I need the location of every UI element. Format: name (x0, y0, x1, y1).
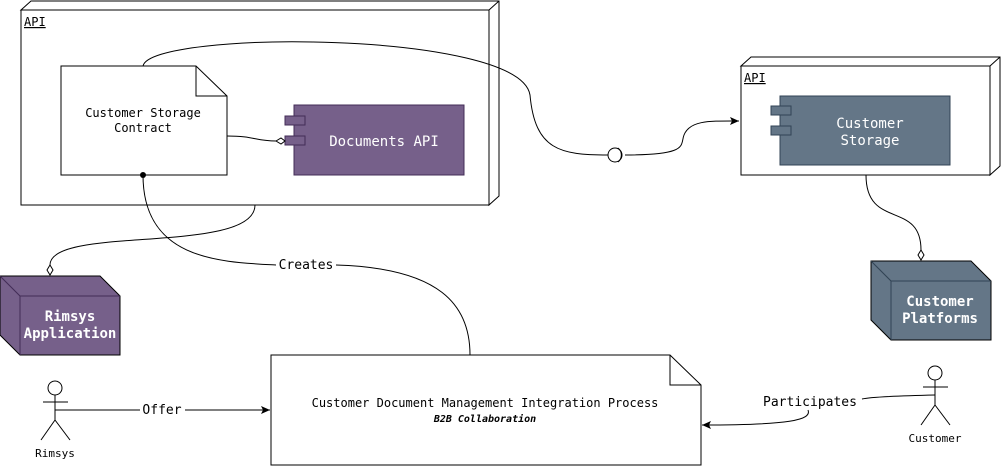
customer-platforms-label-line2: Platforms (902, 311, 978, 327)
actor-customer[interactable]: Customer (909, 365, 962, 445)
storage-to-platforms-edge (865, 174, 925, 261)
contract-label-line1: Customer Storage (85, 106, 201, 120)
contract-to-storage-interface-edge (142, 41, 740, 163)
actor-customer-label: Customer (909, 432, 962, 445)
api-right-label: API (744, 71, 766, 85)
customer-storage-contract[interactable]: Customer Storage Contract (60, 65, 228, 176)
creates-label: Creates (279, 258, 334, 273)
offer-label: Offer (142, 403, 181, 418)
creates-edge: Creates (140, 172, 471, 356)
rimsys-app-label-line2: Application (24, 326, 117, 342)
contract-label-line2: Contract (114, 121, 172, 135)
integration-process-note[interactable]: Customer Document Management Integration… (270, 354, 702, 466)
api-left-label: API (24, 15, 46, 29)
customer-storage-component[interactable]: Customer Storage (770, 95, 951, 166)
customer-platforms-label-line1: Customer (906, 294, 973, 310)
documents-api-component[interactable]: Documents API (284, 104, 465, 176)
participates-edge: Participates (701, 394, 936, 429)
customer-platforms-node[interactable]: Customer Platforms (870, 260, 992, 341)
contract-to-documents-api-edge (226, 135, 286, 145)
participates-label: Participates (763, 395, 857, 410)
customer-storage-label-line1: Customer (836, 116, 903, 132)
actor-rimsys-label: Rimsys (35, 447, 75, 460)
process-title: Customer Document Management Integration… (312, 396, 659, 410)
offer-edge: Offer (55, 403, 270, 418)
rimsys-application-node[interactable]: Rimsys Application (0, 275, 121, 356)
customer-storage-label-line2: Storage (840, 133, 899, 149)
process-subtitle: B2B Collaboration (433, 413, 536, 425)
documents-api-label: Documents API (329, 134, 439, 150)
actor-rimsys[interactable]: Rimsys (35, 380, 75, 460)
rimsys-app-label-line1: Rimsys (45, 309, 96, 325)
api-to-rimsys-app-edge (46, 204, 256, 276)
